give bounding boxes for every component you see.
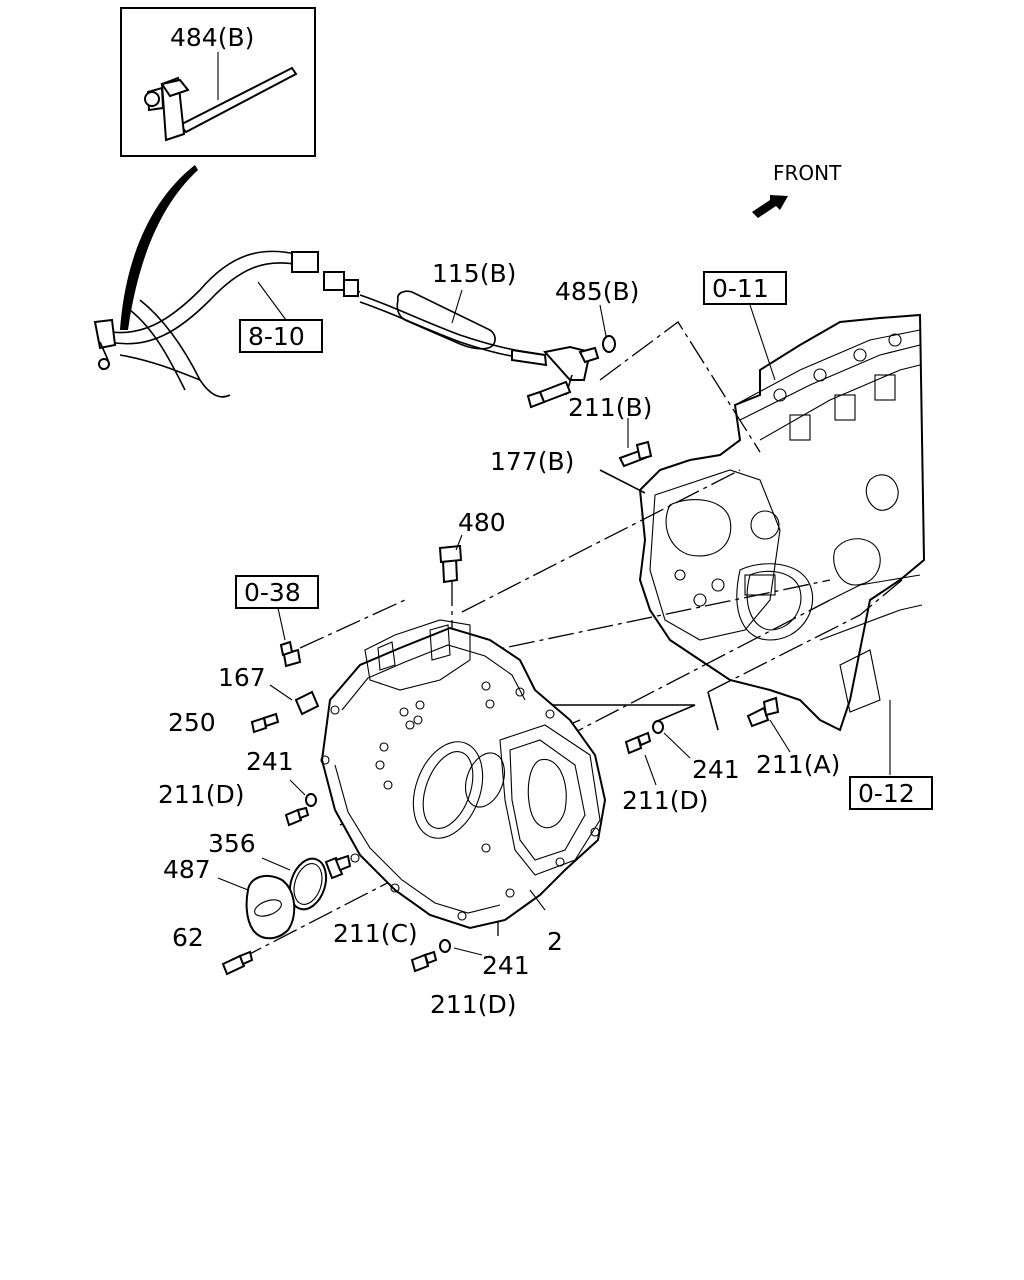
callout-211a: 211(A) xyxy=(756,750,840,779)
cover-487 xyxy=(217,874,296,940)
flywheel-housing-2 xyxy=(320,619,607,930)
callout-485b: 485(B) xyxy=(555,277,639,306)
front-label: FRONT xyxy=(773,161,842,185)
callout-115b: 115(B) xyxy=(432,259,516,288)
callout-211d-a: 211(D) xyxy=(158,780,244,809)
callout-2: 2 xyxy=(547,927,563,956)
o-ring-485b xyxy=(602,335,616,353)
inset-label: 484(B) xyxy=(170,23,254,52)
bolt-211d-bottom xyxy=(410,939,483,973)
ref-box-0-12[interactable]: 0-12 xyxy=(849,776,933,810)
front-arrow-icon xyxy=(752,195,788,218)
connector-2 xyxy=(323,271,345,291)
ref-0-11-label: 0-11 xyxy=(712,274,769,303)
engine-block xyxy=(638,313,926,732)
bolt-480 xyxy=(438,534,463,584)
bolt-038 xyxy=(277,607,302,668)
bolt-211d-left xyxy=(284,779,317,827)
callout-211c: 211(C) xyxy=(333,919,418,948)
callout-211b: 211(B) xyxy=(568,393,652,422)
wire-harness xyxy=(93,250,361,398)
plug-167 xyxy=(269,684,320,716)
callout-211d-c: 211(D) xyxy=(622,786,708,815)
bolt-211b xyxy=(618,418,653,468)
callouts: 115(B) 485(B) 211(B) 177(B) 480 167 250 … xyxy=(158,259,840,1019)
connector-1 xyxy=(291,251,319,273)
callout-211d-b: 211(D) xyxy=(430,990,516,1019)
clip-484b-part xyxy=(144,66,298,142)
callout-241-c: 241 xyxy=(692,755,740,784)
o-ring-356 xyxy=(261,857,328,911)
ref-0-12-label: 0-12 xyxy=(858,779,915,808)
callout-241-a: 241 xyxy=(246,747,294,776)
callout-177b: 177(B) xyxy=(490,447,574,476)
inset-484b: 484(B) xyxy=(120,7,316,157)
bolt-250 xyxy=(250,712,280,734)
callout-167: 167 xyxy=(218,663,266,692)
callout-356: 356 xyxy=(208,829,256,858)
callout-480: 480 xyxy=(458,508,506,537)
ref-box-8-10[interactable]: 8-10 xyxy=(239,319,323,353)
bolt-211c xyxy=(324,854,352,880)
callout-487: 487 xyxy=(163,855,211,884)
bolt-62 xyxy=(221,950,254,976)
inset-leader xyxy=(120,165,198,330)
callout-241-b: 241 xyxy=(482,951,530,980)
ref-box-0-11[interactable]: 0-11 xyxy=(703,271,787,305)
callout-62: 62 xyxy=(172,923,204,952)
ref-0-38-label: 0-38 xyxy=(244,578,301,607)
bolt-211d-right xyxy=(624,720,691,786)
ref-8-10-label: 8-10 xyxy=(248,322,305,351)
ref-box-0-38[interactable]: 0-38 xyxy=(235,575,319,609)
bolt-177b xyxy=(526,380,572,409)
front-indicator: FRONT xyxy=(752,161,842,218)
bolt-211a xyxy=(746,696,791,753)
callout-250: 250 xyxy=(168,708,216,737)
sensor-115b xyxy=(359,289,616,396)
